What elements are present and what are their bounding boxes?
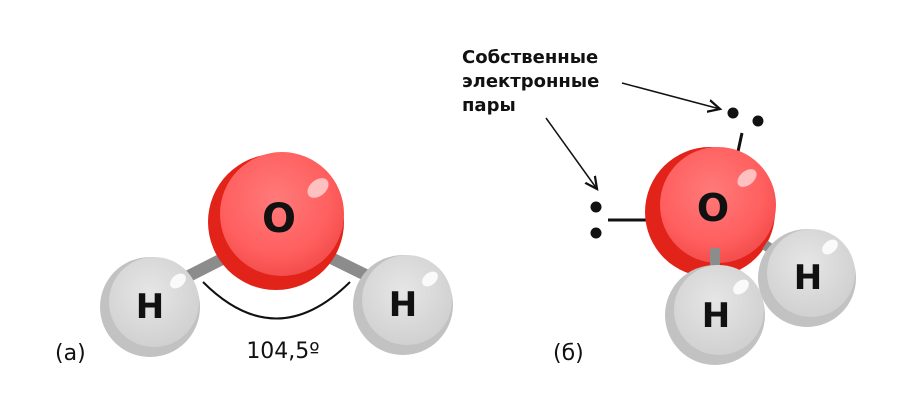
hydrogen-symbol: H <box>794 258 822 298</box>
lone-pair-dots-left <box>590 201 602 239</box>
hydrogen-atom-right: H <box>353 255 453 355</box>
oxygen-symbol: O <box>697 186 729 230</box>
oxygen-atom-a: O <box>208 152 344 290</box>
arrow-to-left-lone-pair <box>545 117 597 189</box>
hydrogen-atom-back: H <box>758 229 856 327</box>
panel-b-label: (б) <box>553 341 584 366</box>
lone-pairs-label-line-3: пары <box>462 95 516 116</box>
arrow-to-top-lone-pair <box>621 82 720 109</box>
panel-a-label: (а) <box>55 341 86 366</box>
hydrogen-atom-front: H <box>665 265 765 365</box>
bond-angle-label: 104,5º <box>246 339 319 364</box>
oxygen-atom-b: O <box>645 147 776 277</box>
oxygen-symbol: O <box>262 196 296 242</box>
hydrogen-symbol: H <box>389 285 417 325</box>
panel-b: O H H Собственные электронные пары (б <box>462 47 856 366</box>
lone-pairs-label-line-1: Собственные <box>462 47 598 68</box>
hydrogen-symbol: H <box>702 296 730 336</box>
lone-pairs-label: Собственные электронные пары <box>462 47 606 116</box>
hydrogen-symbol: H <box>136 287 164 327</box>
lone-pairs-label-line-2: электронные <box>462 71 599 92</box>
bond-angle-arc <box>202 281 351 320</box>
hydrogen-atom-left: H <box>100 257 200 357</box>
lone-pair-dots-top <box>727 107 764 127</box>
panel-a: O H H 104,5º (а) <box>55 152 453 366</box>
